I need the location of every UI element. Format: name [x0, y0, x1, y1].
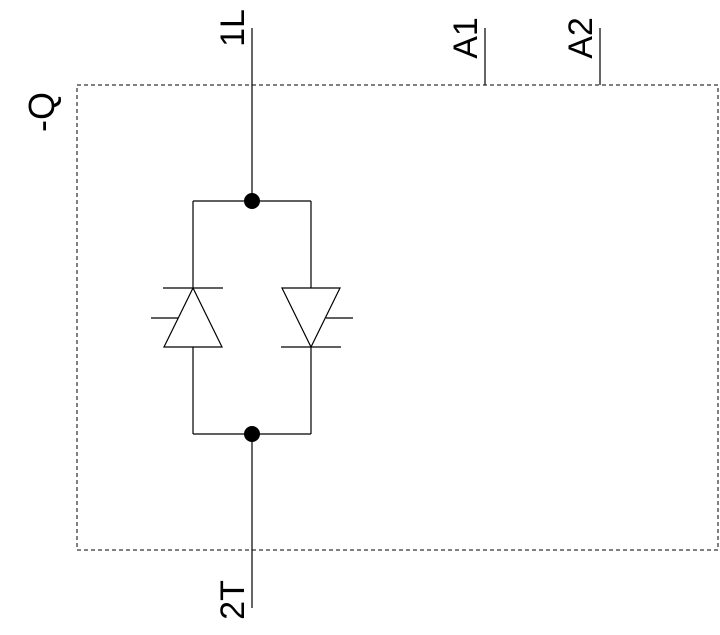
terminal-2t-label: 2T — [214, 580, 252, 620]
thyristor-right-icon — [281, 287, 353, 349]
terminal-1l-label: 1L — [214, 9, 252, 47]
terminal-a1-label: A1 — [447, 17, 485, 59]
thyristor-left-icon — [151, 286, 223, 348]
terminal-a2-label: A2 — [562, 17, 600, 59]
antiparallel-branches — [192, 200, 312, 435]
device-label: -Q — [21, 92, 62, 132]
